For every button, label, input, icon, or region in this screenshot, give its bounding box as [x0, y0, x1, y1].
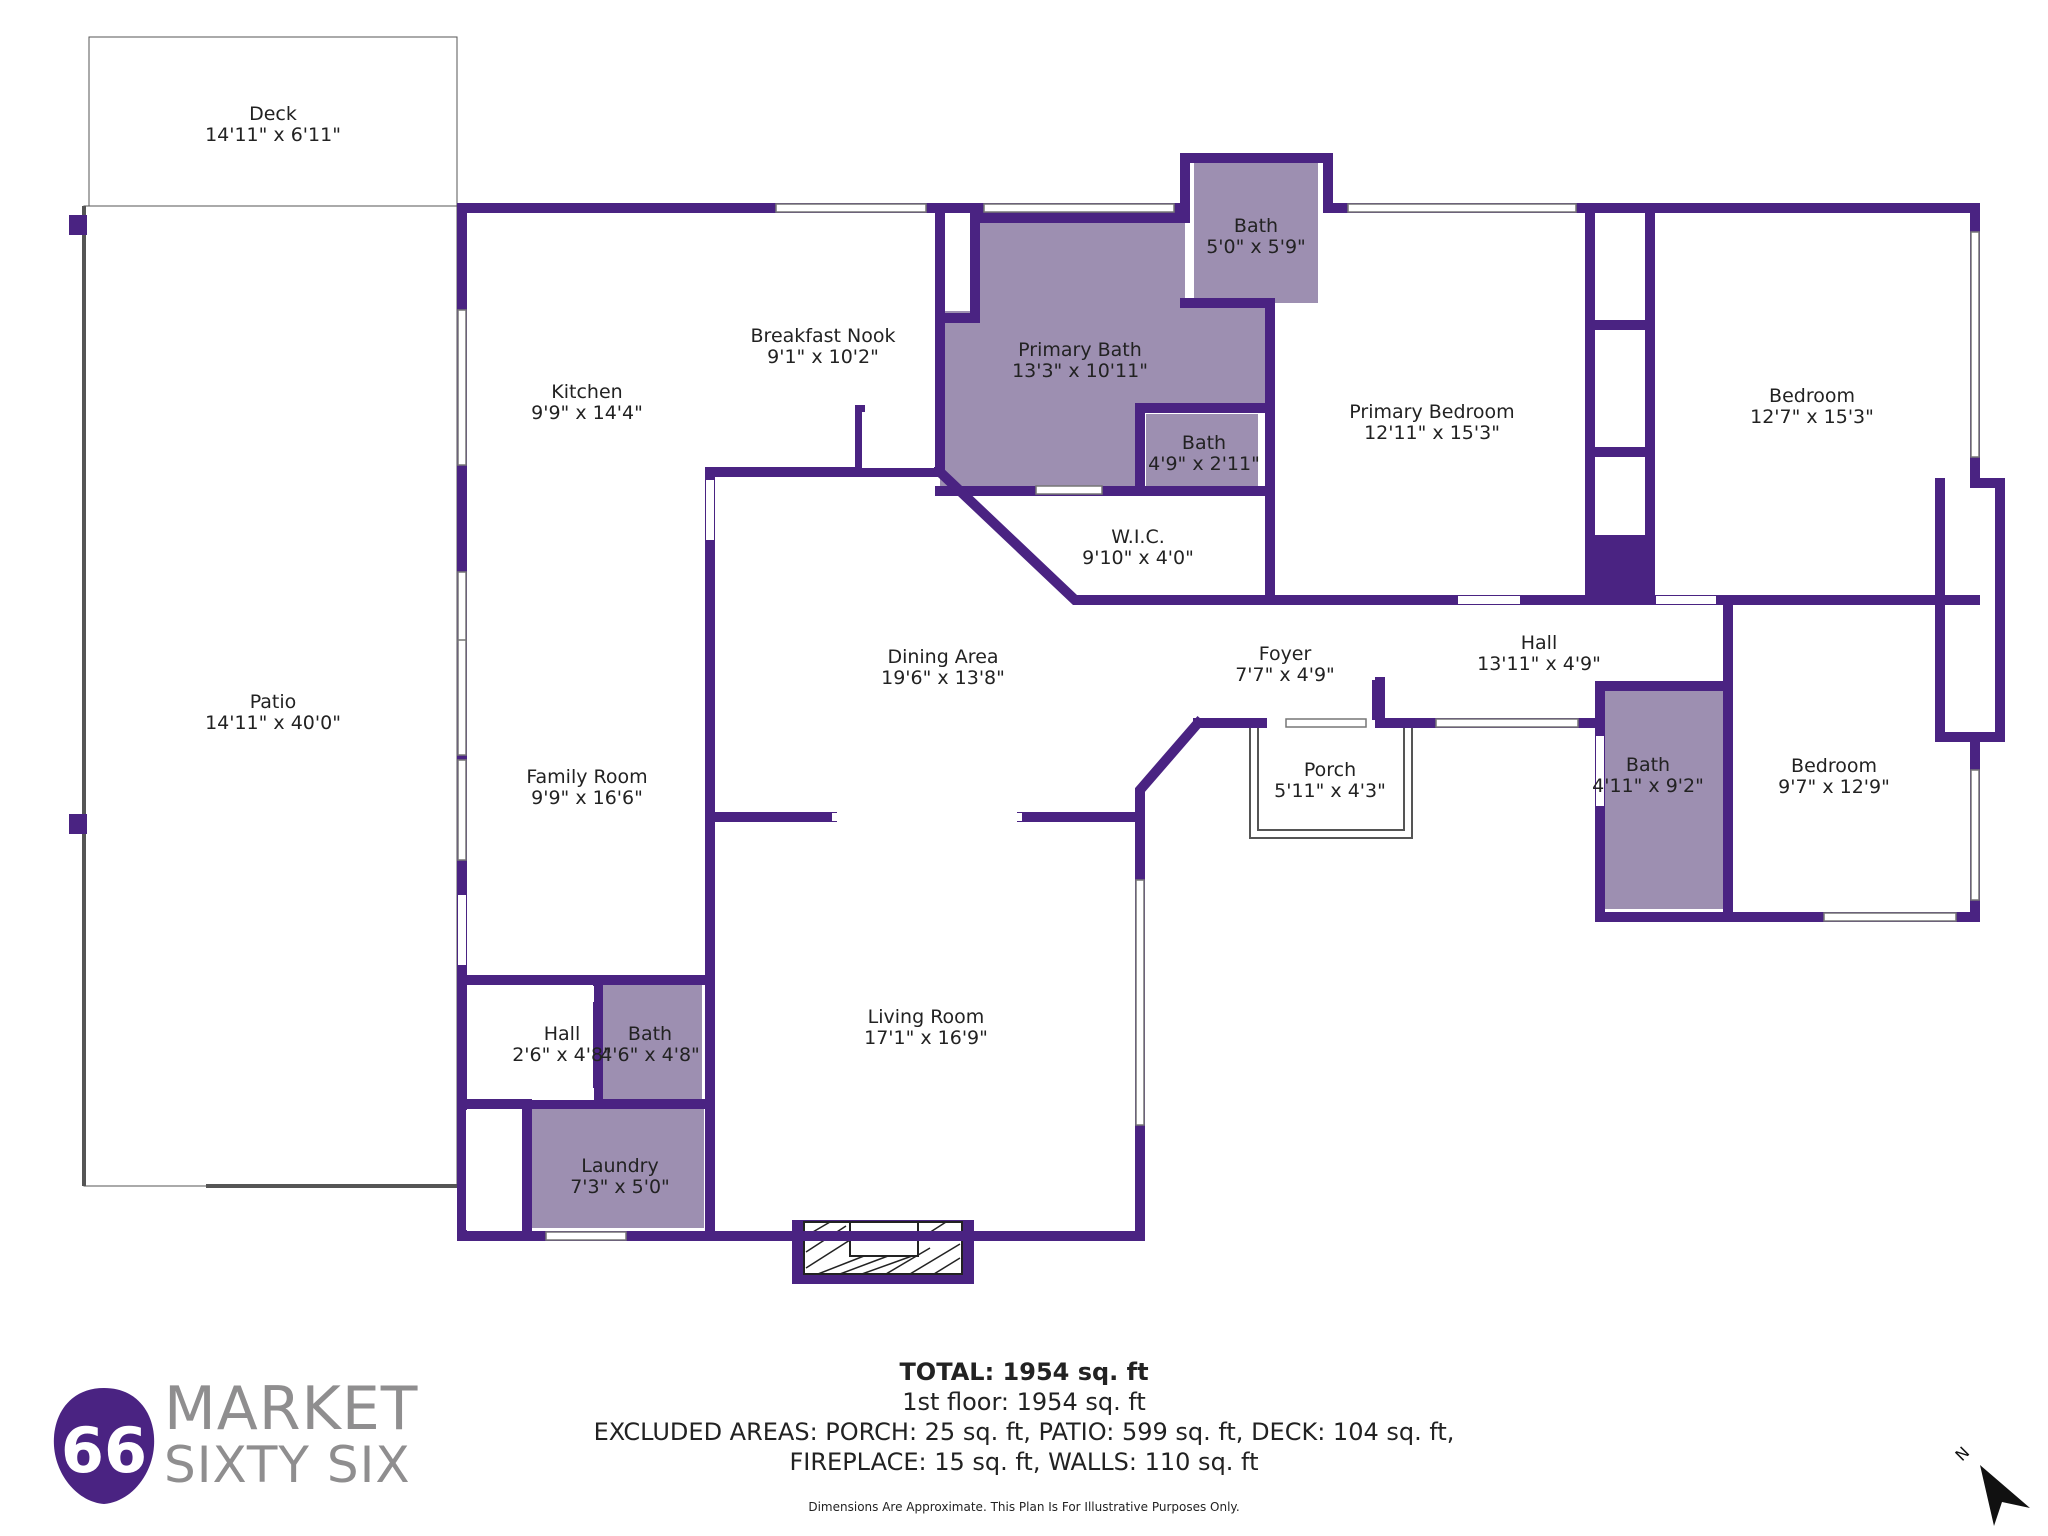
north-arrow-icon: N: [1951, 1443, 2030, 1526]
room-name-laundry: Laundry: [581, 1155, 658, 1177]
room-name-bath-small: Bath: [1182, 432, 1226, 454]
disclaimer: Dimensions Are Approximate. This Plan Is…: [808, 1500, 1240, 1514]
room-dims-bedroom-se: 9'7" x 12'9": [1778, 776, 1890, 798]
north-label: N: [1951, 1443, 1973, 1465]
total-area: TOTAL: 1954 sq. ft: [899, 1358, 1149, 1386]
room-name-family-room: Family Room: [526, 766, 647, 788]
room-dims-living-room: 17'1" x 16'9": [864, 1027, 988, 1049]
room-name-primary-bedroom: Primary Bedroom: [1349, 401, 1514, 423]
room-dims-foyer: 7'7" x 4'9": [1235, 664, 1335, 686]
porch: [1249, 727, 1413, 839]
room-dims-porch: 5'11" x 4'3": [1274, 780, 1386, 802]
room-name-primary-bath: Primary Bath: [1018, 339, 1142, 361]
room-dims-bath-west: 4'6" x 4'8": [600, 1044, 700, 1066]
room-dims-family-room: 9'9" x 16'6": [531, 787, 643, 809]
room-name-deck: Deck: [249, 103, 297, 125]
room-name-porch: Porch: [1304, 759, 1356, 781]
room-dims-patio: 14'11" x 40'0": [205, 712, 341, 734]
excluded-areas-cont: FIREPLACE: 15 sq. ft, WALLS: 110 sq. ft: [789, 1448, 1259, 1476]
room-dims-kitchen: 9'9" x 14'4": [531, 402, 643, 424]
room-name-bath-east: Bath: [1626, 754, 1670, 776]
brand-mark-icon: 66: [53, 1388, 155, 1504]
room-dims-wic: 9'10" x 4'0": [1082, 547, 1194, 569]
room-dims-breakfast-nook: 9'1" x 10'2": [767, 346, 879, 368]
room-name-breakfast-nook: Breakfast Nook: [751, 325, 896, 347]
room-dims-laundry: 7'3" x 5'0": [570, 1176, 670, 1198]
room-dims-hall-east: 13'11" x 4'9": [1477, 653, 1601, 675]
room-name-foyer: Foyer: [1259, 643, 1312, 665]
room-dims-hall-west: 2'6" x 4'8": [512, 1044, 612, 1066]
room-name-kitchen: Kitchen: [551, 381, 622, 403]
room-name-wic: W.I.C.: [1111, 526, 1165, 548]
room-labels: Deck 14'11" x 6'11" Patio 14'11" x 40'0"…: [205, 103, 1890, 1198]
room-dims-bedroom-ne: 12'7" x 15'3": [1750, 406, 1874, 428]
room-name-bedroom-se: Bedroom: [1791, 755, 1877, 777]
room-name-patio: Patio: [250, 691, 297, 713]
room-dims-dining-area: 19'6" x 13'8": [881, 667, 1005, 689]
room-dims-bath-east: 4'11" x 9'2": [1592, 775, 1704, 797]
room-name-hall-east: Hall: [1521, 632, 1558, 654]
windows: [457, 203, 1980, 1241]
excluded-areas: EXCLUDED AREAS: PORCH: 25 sq. ft, PATIO:…: [593, 1418, 1455, 1446]
brand-line2: SIXTY SIX: [164, 1436, 411, 1494]
room-dims-bath-small: 4'9" x 2'11": [1148, 453, 1260, 475]
brand-logo: 66 MARKET SIXTY SIX: [44, 1374, 434, 1510]
bath-fills: [527, 163, 1723, 1228]
room-dims-bath-top: 5'0" x 5'9": [1206, 236, 1306, 258]
room-dims-primary-bedroom: 12'11" x 15'3": [1364, 422, 1500, 444]
room-name-bedroom-ne: Bedroom: [1769, 385, 1855, 407]
brand-mark-text: 66: [61, 1414, 147, 1487]
room-name-living-room: Living Room: [868, 1006, 985, 1028]
room-name-hall-west: Hall: [544, 1023, 581, 1045]
room-name-bath-top: Bath: [1234, 215, 1278, 237]
room-dims-deck: 14'11" x 6'11": [205, 124, 341, 146]
floor-area: 1st floor: 1954 sq. ft: [902, 1388, 1146, 1416]
room-name-bath-west: Bath: [628, 1023, 672, 1045]
brand-line1: MARKET: [164, 1374, 419, 1444]
room-dims-primary-bath: 13'3" x 10'11": [1012, 360, 1148, 382]
room-name-dining-area: Dining Area: [887, 646, 998, 668]
fireplace: [792, 1220, 974, 1284]
